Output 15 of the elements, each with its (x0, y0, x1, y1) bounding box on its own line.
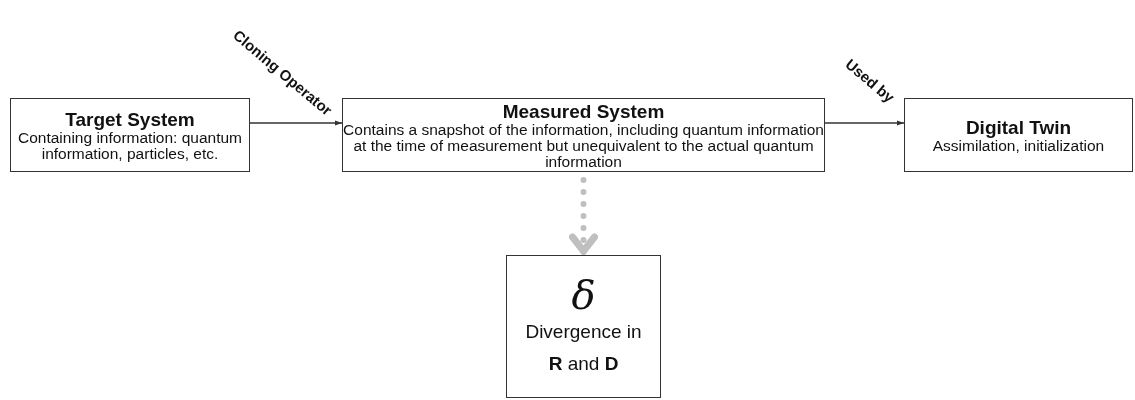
dotted-arrow (569, 177, 598, 256)
node-title: Measured System (502, 100, 665, 122)
arrow (249, 120, 343, 126)
node-title: Digital Twin (965, 116, 1072, 138)
node-description: Containing information: quantum information, particles, etc. (17, 129, 243, 162)
process-box (342, 98, 825, 172)
process-box (904, 98, 1133, 172)
arrow (824, 120, 905, 126)
node-description: Divergence in R and D (524, 319, 643, 376)
symbol: δ (571, 273, 596, 316)
node-title: Target System (65, 108, 195, 130)
process-box (10, 98, 250, 172)
process-box (506, 255, 661, 398)
node-description: Assimilation, initialization (932, 137, 1105, 154)
node-description: Contains a snapshot of the information, including quantum information at the time of measurement but unequivalent to the actual quantum information (343, 121, 824, 170)
